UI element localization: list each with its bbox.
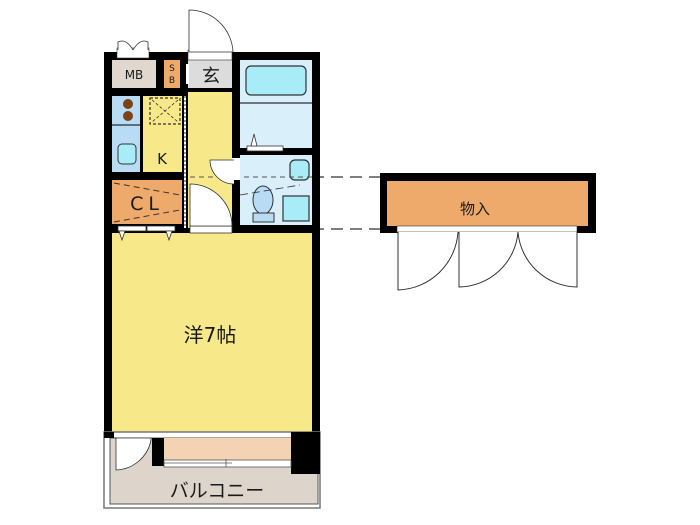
balcony-label: バルコニー [170,480,265,502]
wash-basin-icon [289,159,310,181]
meter-box [112,60,156,88]
western-room-label: 洋7帖 [184,323,237,347]
stove-burner-icon [123,99,133,109]
meter-box-label: MB [125,68,144,82]
storage-label: 物入 [460,200,490,218]
closet-label: CL [130,193,164,215]
connector-lines [312,176,380,230]
shoe-box [164,60,180,88]
entrance-label: 玄 [202,66,220,87]
stove-burner-icon [123,111,133,121]
closet [112,180,182,224]
window-sill [164,438,291,460]
entrance-area [188,60,232,88]
shoe-box-label-s: S [169,64,175,74]
shoe-box-label-b: B [169,76,175,86]
western-room [112,233,312,432]
storage [387,181,588,226]
kitchen-label: K [157,150,168,168]
fridge-space [149,97,181,125]
bathtub-icon [245,65,307,96]
washer-pan-icon [282,195,310,222]
sink-icon [117,143,137,165]
